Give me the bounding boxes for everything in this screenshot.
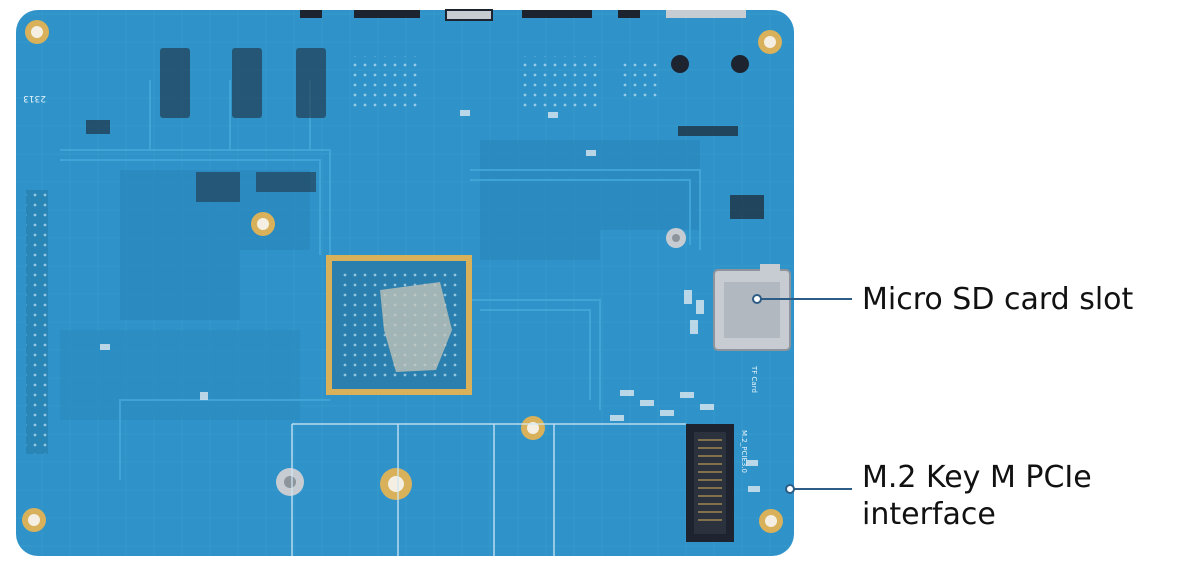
callout-marker-m2 xyxy=(785,484,795,494)
copper-region xyxy=(120,170,310,320)
micro-sd-slot: TF Card xyxy=(713,264,791,393)
callout-label-line: Micro SD card slot xyxy=(862,282,1134,317)
via-field xyxy=(520,56,600,112)
top-components xyxy=(86,48,764,219)
m2-connector: M.2_PCIE3.0 xyxy=(686,424,748,542)
sd-slot-silkscreen: TF Card xyxy=(750,365,758,393)
callout-lines xyxy=(757,298,852,490)
mounting-holes xyxy=(22,20,783,533)
callout-marker-sd xyxy=(752,294,762,304)
callout-label-line: M.2 Key M PCIe xyxy=(862,460,1092,495)
callout-label-line: interface xyxy=(862,497,996,532)
passive-components xyxy=(100,110,760,492)
m2-card-outlines xyxy=(291,423,686,556)
via-field xyxy=(352,56,422,112)
gpio-header xyxy=(26,190,48,454)
m2-silkscreen: M.2_PCIE3.0 xyxy=(740,430,748,473)
soc-chip xyxy=(326,255,472,395)
via-field xyxy=(620,60,660,100)
callout-label-m2: M.2 Key M PCIe interface xyxy=(862,459,1092,533)
copper-region xyxy=(60,330,300,420)
board-code-silkscreen: 2313 xyxy=(23,93,46,103)
callout-label-micro-sd: Micro SD card slot xyxy=(862,281,1133,318)
top-edge-connectors xyxy=(300,9,746,21)
